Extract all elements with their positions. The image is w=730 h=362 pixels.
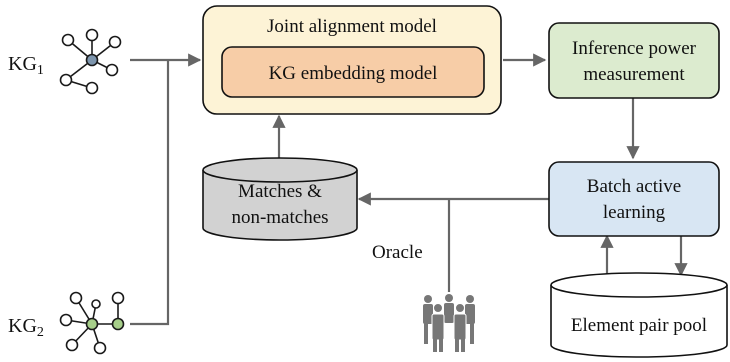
connectors	[130, 53, 688, 326]
joint-alignment-model-label: Joint alignment model	[267, 16, 437, 37]
matches-database: Matches & non-matches	[202, 157, 358, 241]
batch-active-learning: Batch active learning	[548, 161, 720, 237]
batch-line1: Batch active	[587, 176, 681, 197]
matches-line1: Matches &	[238, 181, 322, 202]
kg2-graph-icon	[59, 291, 125, 355]
batch-line2: learning	[603, 202, 666, 223]
svg-text:KG1: KG1	[8, 53, 44, 78]
kg2-label: KG2	[8, 315, 44, 340]
inference-line1: Inference power	[572, 38, 697, 59]
kg1-label: KG1	[8, 53, 44, 78]
kg1-graph-icon	[59, 28, 122, 95]
people-icon	[423, 294, 475, 352]
svg-text:KG2: KG2	[8, 315, 44, 340]
matches-line2: non-matches	[231, 207, 328, 228]
element-pair-pool-label: Element pair pool	[571, 315, 707, 336]
kg-embedding-model: KG embedding model	[221, 46, 485, 98]
kg-embedding-model-label: KG embedding model	[269, 63, 438, 84]
oracle-label: Oracle	[372, 242, 423, 263]
element-pair-pool: Element pair pool	[550, 272, 728, 358]
inference-line2: measurement	[583, 64, 685, 85]
inference-power-measurement: Inference power measurement	[548, 22, 720, 99]
